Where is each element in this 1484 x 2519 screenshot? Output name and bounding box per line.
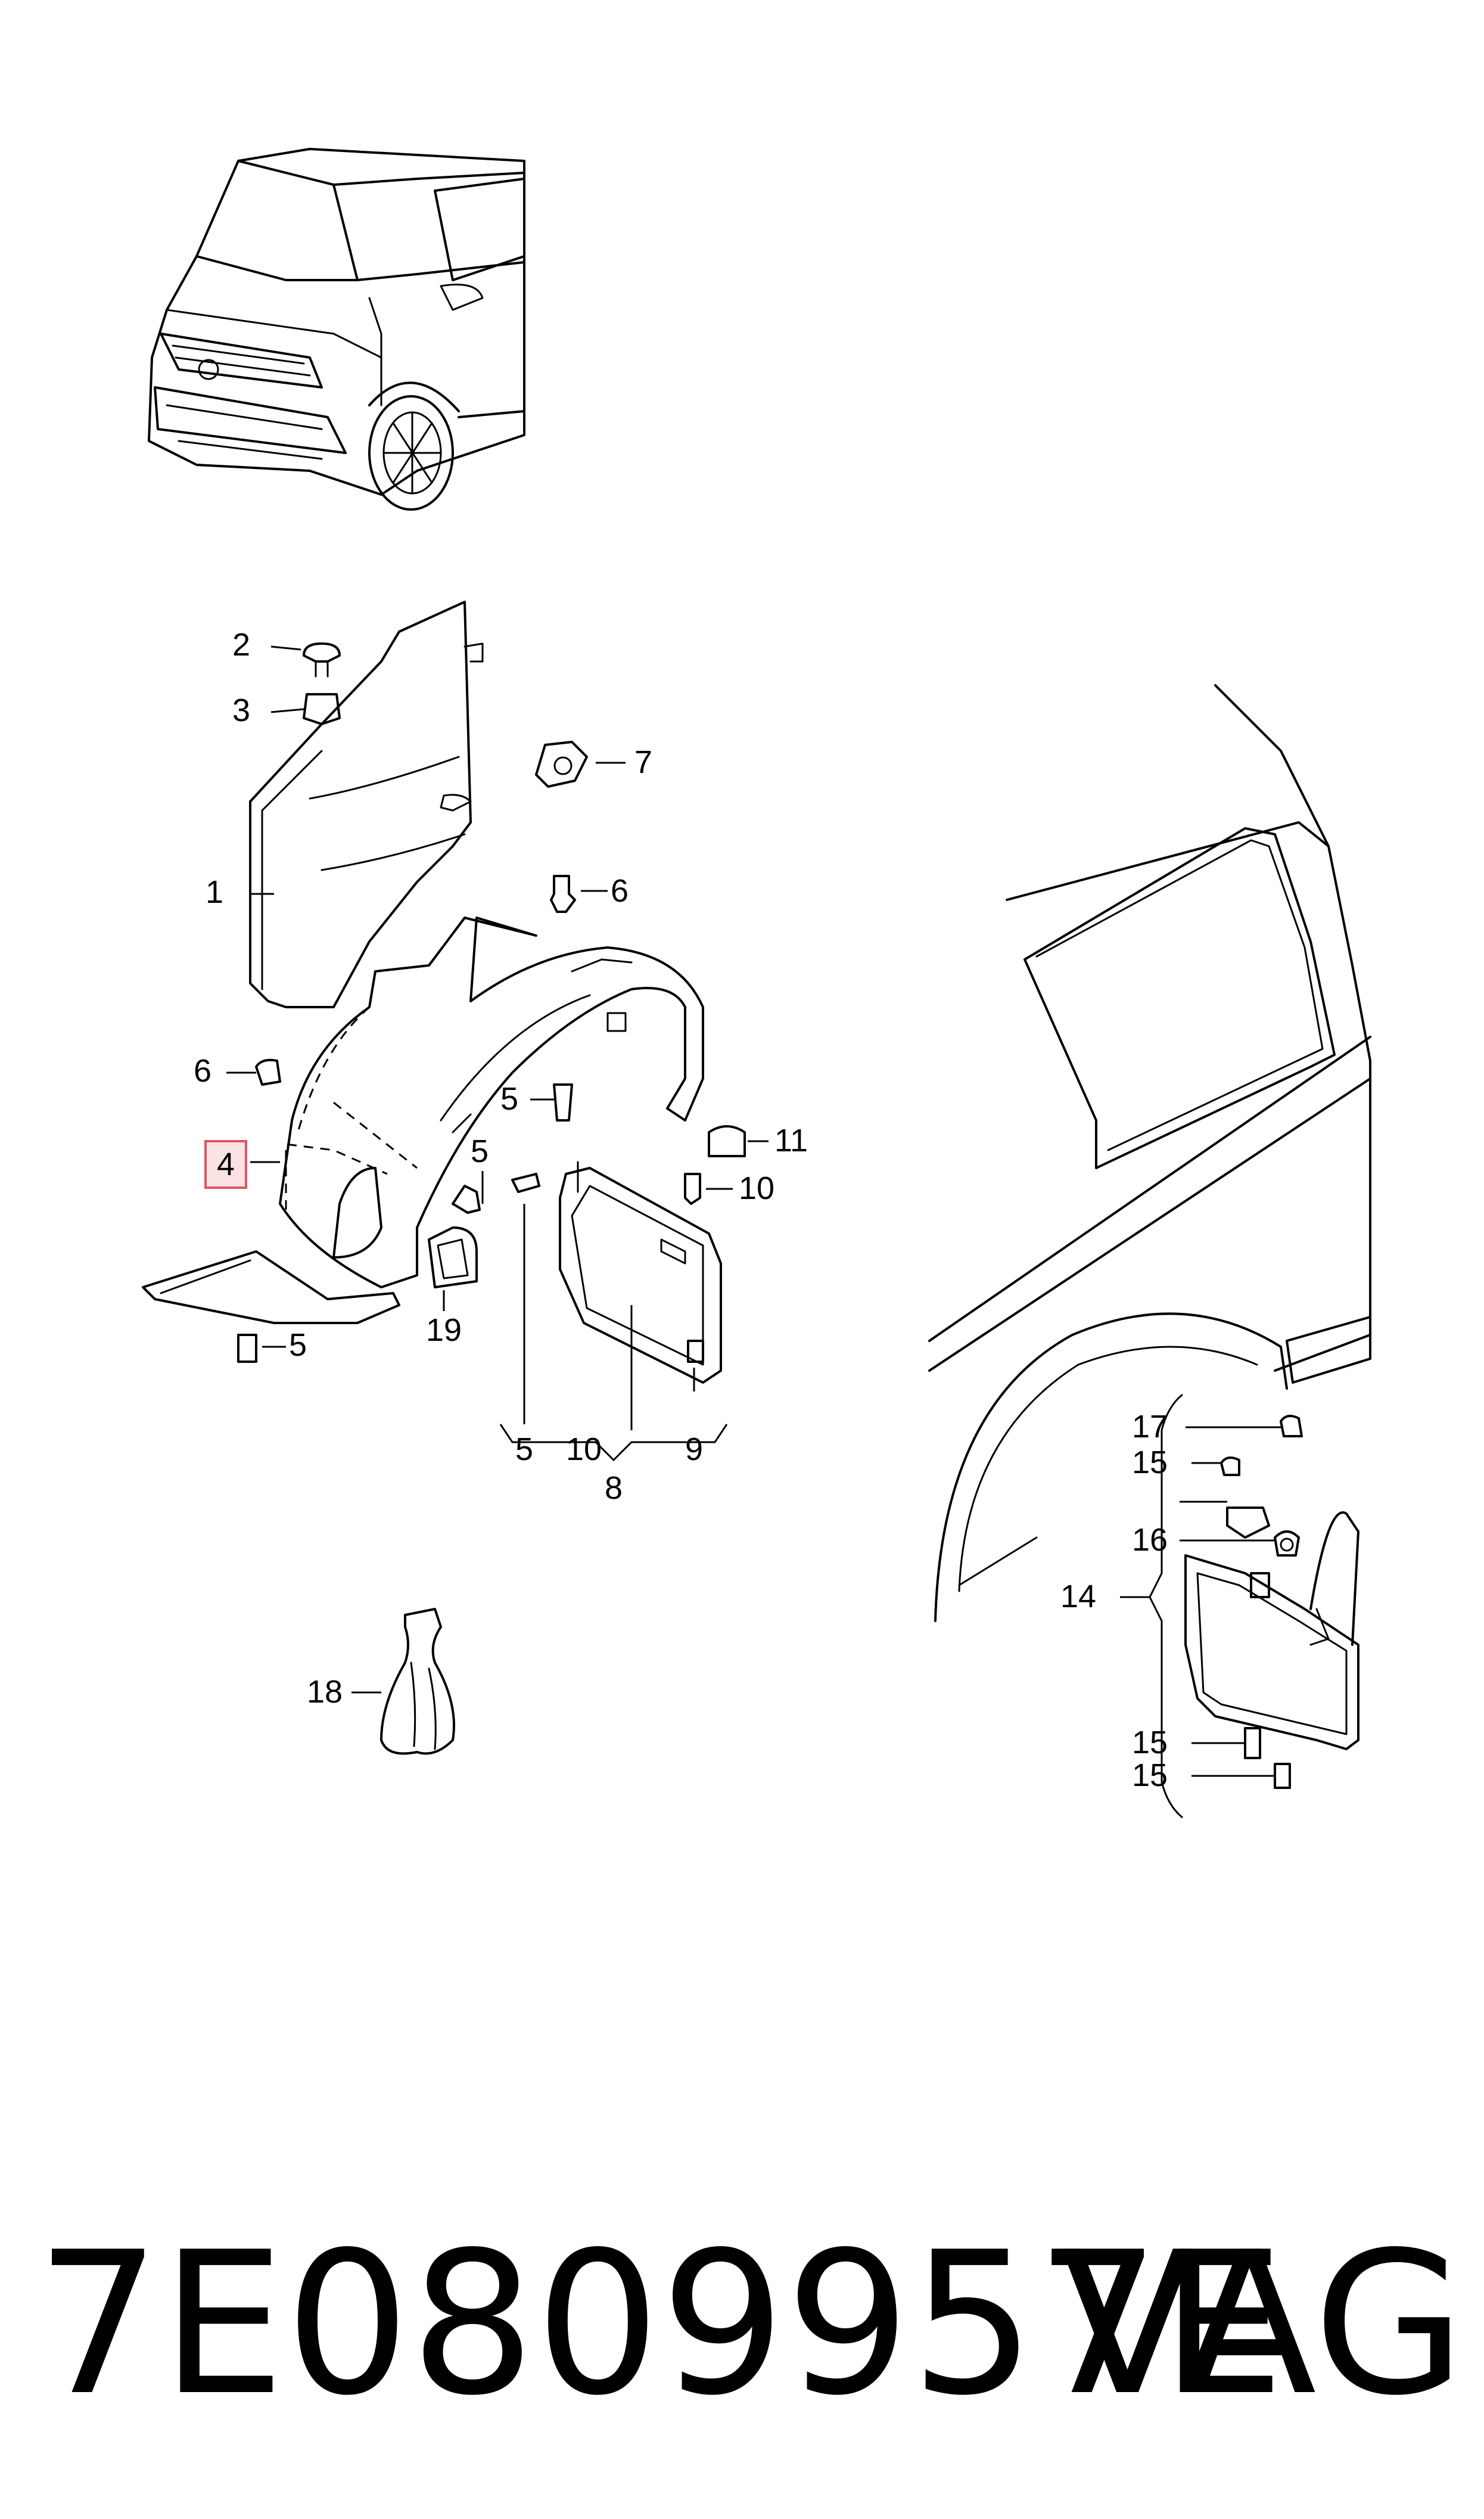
rear-body-illustration <box>928 684 1371 1789</box>
callout-5-mid: 5 <box>471 1133 489 1169</box>
part-number: 7E0809957E <box>36 2210 1285 2439</box>
callout-15-a: 15 <box>1132 1445 1168 1480</box>
callout-5-bottom: 5 <box>515 1431 533 1467</box>
callout-2: 2 <box>232 627 250 663</box>
callout-labels: 2 3 1 7 6 6 4 5 5 5 19 11 10 5 10 9 8 18… <box>194 627 1168 1793</box>
front-fender-illustration <box>142 601 746 1384</box>
callout-10-right: 10 <box>739 1170 774 1206</box>
callout-9: 9 <box>685 1431 703 1467</box>
callout-3: 3 <box>232 692 250 728</box>
callout-6-upper: 6 <box>611 873 629 909</box>
footer: 7E0809957E VAG <box>36 2205 1466 2443</box>
callout-4: 4 <box>217 1147 235 1182</box>
brand-name: VAG <box>1060 2210 1466 2439</box>
callout-14: 14 <box>1060 1579 1096 1614</box>
callout-16: 16 <box>1132 1522 1168 1558</box>
callout-1: 1 <box>206 874 223 910</box>
callout-19: 19 <box>426 1312 462 1348</box>
protective-sack-illustration <box>380 1608 455 1755</box>
callout-17: 17 <box>1132 1409 1168 1445</box>
callout-15-c: 15 <box>1132 1757 1168 1793</box>
callout-5-upper: 5 <box>500 1081 518 1117</box>
callout-8: 8 <box>605 1470 623 1506</box>
callout-18: 18 <box>307 1674 343 1710</box>
leader-lines <box>226 645 1281 1819</box>
vehicle-overview-illustration <box>148 148 525 511</box>
callout-15-b: 15 <box>1132 1725 1168 1760</box>
callout-7: 7 <box>634 744 652 780</box>
callout-6-lower: 6 <box>194 1053 211 1089</box>
callout-5-lower: 5 <box>289 1327 307 1363</box>
callout-4-highlight <box>204 1140 247 1189</box>
callout-10-bottom: 10 <box>566 1431 602 1467</box>
callout-11: 11 <box>774 1123 808 1158</box>
